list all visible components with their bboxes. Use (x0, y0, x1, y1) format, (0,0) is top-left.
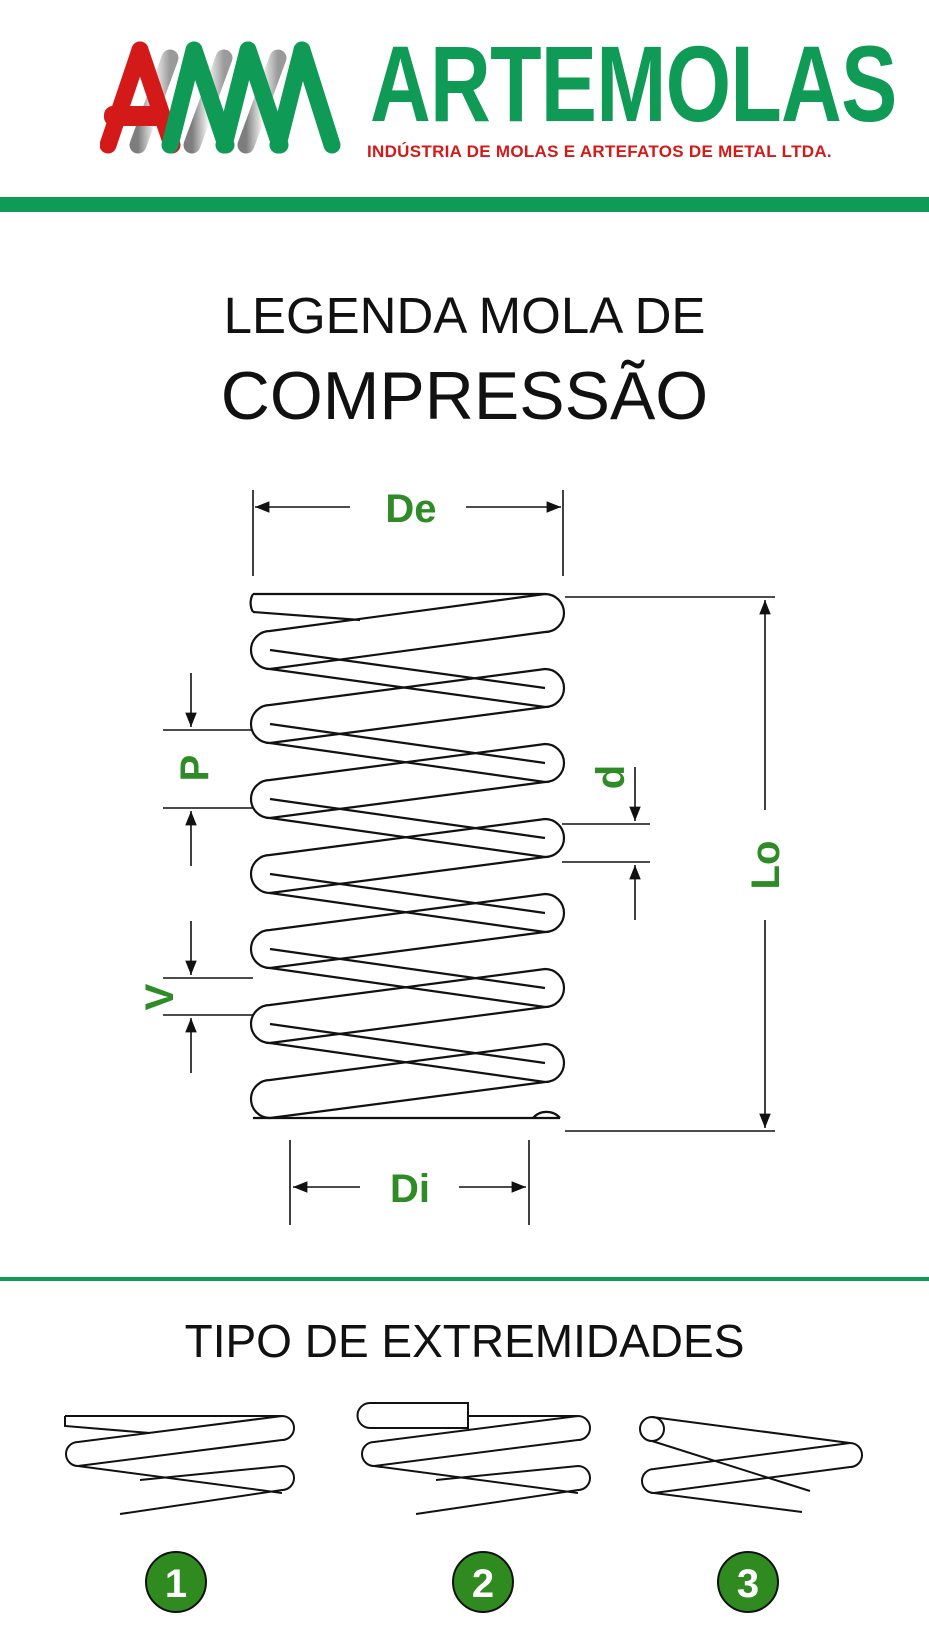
header-divider (0, 197, 929, 212)
spring-end-type-2 (356, 1402, 591, 1515)
badge-2: 2 (452, 1551, 514, 1613)
label-v: V (138, 983, 182, 1010)
spring-coils (249, 592, 566, 1120)
spring-coil-front (249, 592, 566, 671)
page-title-line-2: COMPRESSÃO (220, 358, 709, 434)
spring-top-end-back (252, 610, 361, 622)
badge-1: 1 (145, 1551, 207, 1613)
ends-section-title: TIPO DE EXTREMIDADES (184, 1315, 745, 1367)
spring-coil-front (249, 967, 566, 1045)
dimension-di (289, 1140, 530, 1225)
spring-coil-front (249, 742, 566, 820)
section-divider (0, 1277, 929, 1281)
label-d: d (589, 765, 633, 789)
dimension-de (252, 490, 564, 576)
spring-end-type-1 (64, 1415, 295, 1515)
page-title-line-1: LEGENDA MOLA DE (223, 287, 706, 344)
label-p: P (173, 755, 217, 782)
dimension-lo (565, 596, 775, 1132)
dimension-d (562, 767, 650, 920)
badge-3-label: 3 (737, 1562, 759, 1606)
badge-1-label: 1 (165, 1562, 187, 1606)
badge-2-label: 2 (472, 1562, 494, 1606)
brand-logo-icon (100, 41, 341, 154)
brand-tagline: INDÚSTRIA DE MOLAS E ARTEFATOS DE METAL … (367, 142, 832, 161)
dimension-v (163, 921, 253, 1073)
spring-ends-types: 1 2 3 (64, 1402, 863, 1613)
spring-coil-front (249, 667, 566, 745)
spring-coil-front (249, 1042, 566, 1120)
spring-coil-front (249, 892, 566, 970)
spring-coil-back (269, 648, 546, 1084)
spring-top-end-cap (249, 593, 254, 613)
spring-bottom-end-cap (532, 1110, 561, 1119)
label-lo: Lo (744, 841, 788, 890)
dimension-p (163, 673, 253, 866)
spring-coil-front (249, 817, 566, 895)
spring-end-type-3 (639, 1416, 863, 1513)
label-di: Di (390, 1167, 430, 1211)
compression-spring-diagram: De Di Lo P V d (138, 487, 788, 1225)
badge-3: 3 (717, 1551, 779, 1613)
label-de: De (385, 487, 436, 531)
brand-name: ARTEMOLAS (370, 23, 897, 144)
